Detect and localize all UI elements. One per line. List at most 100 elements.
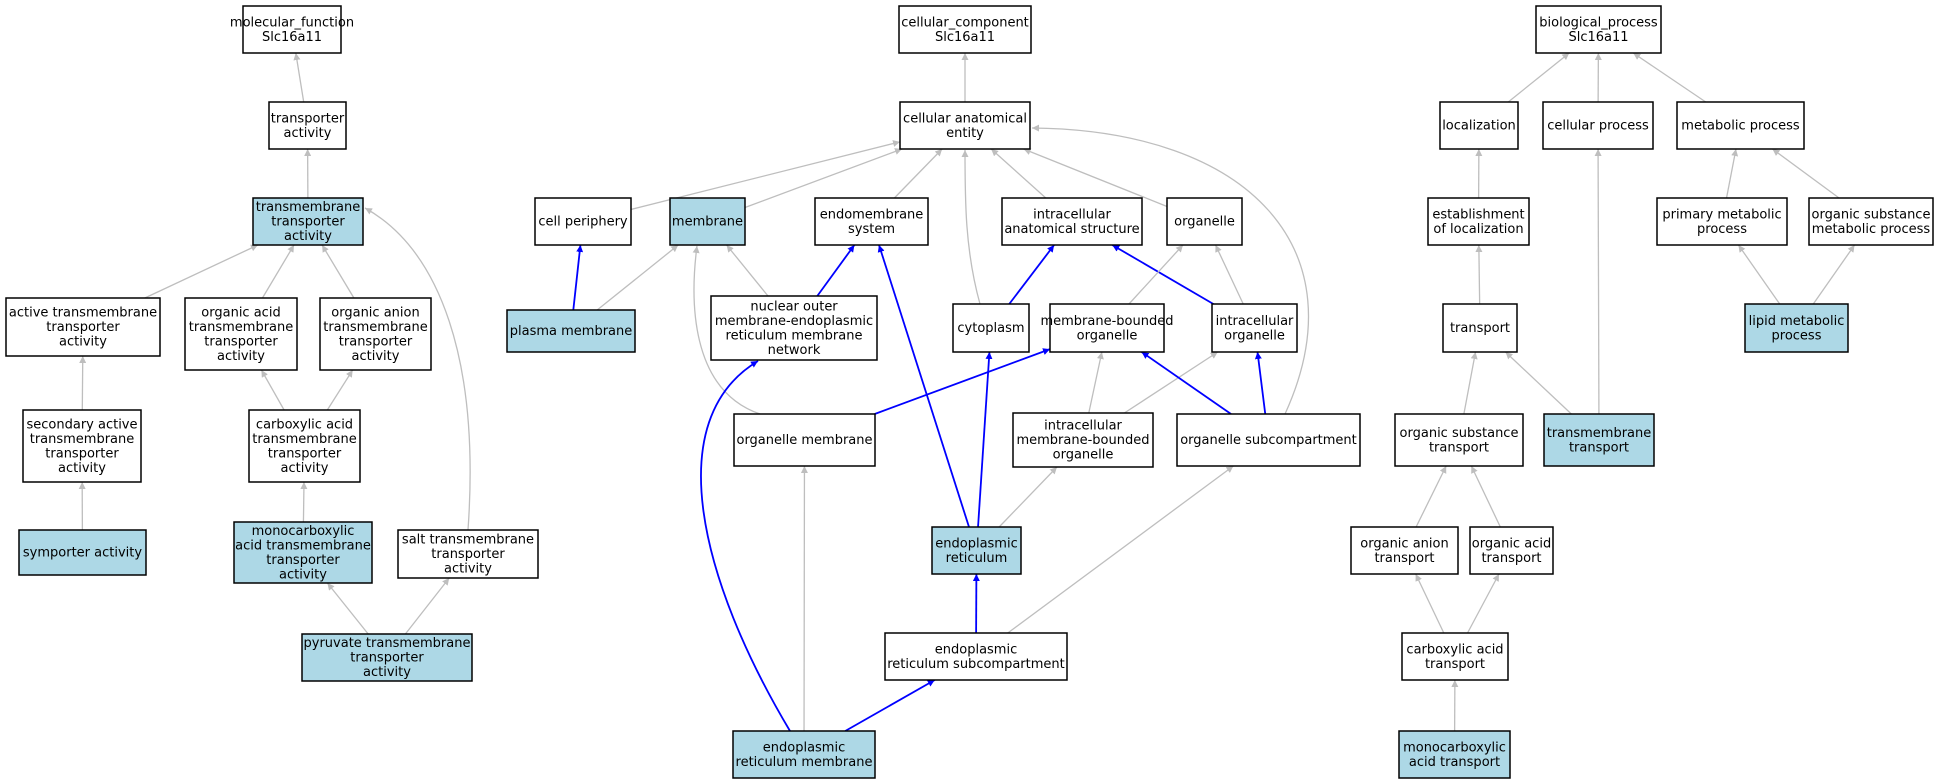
node-box: [1808, 197, 1934, 246]
node-box: [1744, 303, 1849, 353]
node-label-line: transporter: [46, 320, 120, 335]
node-label-line: system: [848, 222, 895, 237]
node-secondary_active_transmembrane_transporter_activity[interactable]: secondary activetransmembranetransporter…: [22, 409, 142, 483]
node-label-line: anatomical structure: [1004, 222, 1139, 237]
node-box: [1535, 5, 1662, 54]
edge-organic_substance_metabolic_process-to-metabolic_process: [1772, 148, 1840, 199]
node-label-line: process: [1697, 222, 1747, 237]
node-label-line: transport: [1569, 440, 1629, 455]
node-box: [319, 297, 432, 371]
node-box: [1676, 101, 1805, 150]
node-label-line: organic acid: [201, 305, 280, 320]
node-pyruvate_transmembrane_transporter_activity[interactable]: pyruvate transmembranetransporteractivit…: [301, 633, 473, 682]
node-label-line: lipid metabolic: [1749, 314, 1845, 329]
edge-pyruvate_transmembrane_transporter_activity-to-monocarboxylic_acid_transmembrane_transporter_activity: [326, 582, 369, 635]
node-label-line: transport: [1450, 321, 1510, 336]
edge-intracellular_membrane_bounded_organelle-to-intracellular_organelle: [1123, 351, 1219, 414]
node-label-line: monocarboxylic: [252, 524, 355, 539]
node-label-line: endoplasmic: [935, 536, 1017, 551]
node-label-line: organelle membrane: [736, 433, 872, 448]
node-label-line: molecular_function: [230, 15, 354, 30]
node-box: [506, 309, 636, 353]
node-cellular_process[interactable]: cellular process: [1542, 101, 1654, 150]
node-metabolic_process[interactable]: metabolic process: [1676, 101, 1805, 150]
node-box: [1394, 413, 1524, 467]
node-transport[interactable]: transport: [1442, 303, 1518, 353]
node-cell_periphery[interactable]: cell periphery: [534, 197, 632, 246]
node-label-line: organic acid: [1472, 536, 1551, 551]
edge-metabolic_process-to-bp_root: [1632, 52, 1707, 103]
node-organelle_subcompartment[interactable]: organelle subcompartment: [1176, 413, 1361, 467]
node-box: [268, 101, 347, 150]
node-label-line: activity: [58, 461, 106, 476]
node-label-line: endoplasmic: [763, 740, 845, 755]
node-membrane[interactable]: membrane: [669, 197, 746, 246]
node-box: [252, 197, 364, 246]
edge-monocarboxylic_acid_transmembrane_transporter_activity-to-carboxylic_acid_transmembrane_transporter_activity: [300, 481, 308, 523]
node-box: [1427, 197, 1530, 246]
edge-carboxylic_acid_transmembrane_transporter_activity-to-organic_acid_transmembrane_transporter_activity: [260, 369, 285, 411]
node-organic_acid_transmembrane_transporter_activity[interactable]: organic acidtransmembranetransporteracti…: [184, 297, 298, 371]
node-box: [952, 303, 1030, 353]
node-localization[interactable]: localization: [1439, 101, 1519, 150]
node-label-line: activity: [444, 562, 492, 577]
edge-intracellular_anatomical_structure-to-cellular_anatomical_entity: [990, 148, 1047, 199]
node-label-line: metabolic process: [1812, 222, 1931, 237]
node-label-line: localization: [1442, 119, 1516, 134]
node-label-line: cellular_component: [901, 15, 1029, 30]
node-organelle[interactable]: organelle: [1166, 197, 1243, 246]
node-box: [1442, 303, 1518, 353]
edge-er_membrane-to-nuclear_outer_membrane_er_network: [700, 360, 791, 732]
node-box: [669, 197, 746, 246]
node-cytoplasm[interactable]: cytoplasm: [952, 303, 1030, 353]
node-organic_anion_transmembrane_transporter_activity[interactable]: organic aniontransmembranetransporteract…: [319, 297, 432, 371]
node-label-line: cellular anatomical: [903, 111, 1027, 126]
edge-organelle_subcompartment-to-intracellular_organelle: [1254, 351, 1267, 415]
edge-membrane_bounded_organelle-to-organelle: [1128, 244, 1184, 305]
node-organelle_membrane[interactable]: organelle membrane: [733, 413, 876, 467]
node-label-line: reticulum membrane: [726, 328, 863, 343]
edge-nuclear_outer_membrane_er_network-to-endomembrane_system: [816, 244, 856, 297]
node-label-line: intracellular: [1216, 314, 1294, 329]
node-box: [242, 5, 342, 54]
node-carboxylic_acid_transmembrane_transporter_activity[interactable]: carboxylic acidtransmembranetransportera…: [248, 409, 361, 483]
node-plasma_membrane[interactable]: plasma membrane: [506, 309, 636, 353]
node-label-line: network: [768, 343, 821, 358]
node-nuclear_outer_membrane_er_network[interactable]: nuclear outermembrane-endoplasmicreticul…: [710, 295, 878, 361]
node-symporter_activity[interactable]: symporter activity: [18, 529, 147, 576]
node-box: [22, 409, 142, 483]
node-box: [884, 632, 1068, 681]
edge-organic_acid_transmembrane_transporter_activity-to-transmembrane_transporter_activity: [261, 244, 295, 299]
node-label-line: activity: [279, 567, 327, 582]
node-label-line: Slc16a11: [262, 30, 322, 45]
node-box: [898, 5, 1032, 54]
edge-organic_anion_transmembrane_transporter_activity-to-transmembrane_transporter_activity: [321, 244, 355, 299]
